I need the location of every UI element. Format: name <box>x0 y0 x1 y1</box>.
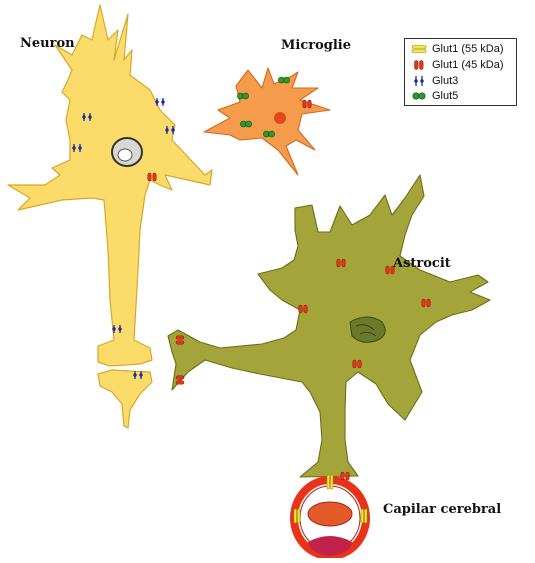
blood-fill <box>308 536 352 556</box>
legend: Glut1 (55 kDa) Glut1 (45 kDa) Glut3 Glut… <box>404 38 517 106</box>
neuron-nucleus <box>111 137 143 167</box>
legend-item-glut3: Glut3 <box>405 74 516 88</box>
legend-item-glut1-55kda: Glut1 (55 kDa) <box>405 42 516 56</box>
microglia-cell <box>203 67 331 176</box>
legend-item-glut1-45kda: Glut1 (45 kDa) <box>405 58 516 72</box>
glut1-55kda-icon <box>411 45 427 53</box>
neuron-cell <box>7 4 213 429</box>
astrocyte-cell <box>167 174 491 478</box>
microglia-nucleus <box>274 112 286 124</box>
red-blood-cell <box>307 501 353 527</box>
astrocyte-label: Astrocit <box>393 256 451 271</box>
astrocyte-nucleus <box>349 316 386 343</box>
glut1-45kda-icon <box>414 60 424 70</box>
glut3-icon <box>414 76 424 86</box>
microglia-label: Microglie <box>281 38 352 53</box>
neuron-label: Neuron <box>20 36 75 51</box>
capillary-label: Capilar cerebral <box>383 502 502 517</box>
capillary-vessel <box>290 476 370 560</box>
glut5-icon <box>412 92 426 100</box>
legend-item-glut5: Glut5 <box>405 89 516 103</box>
